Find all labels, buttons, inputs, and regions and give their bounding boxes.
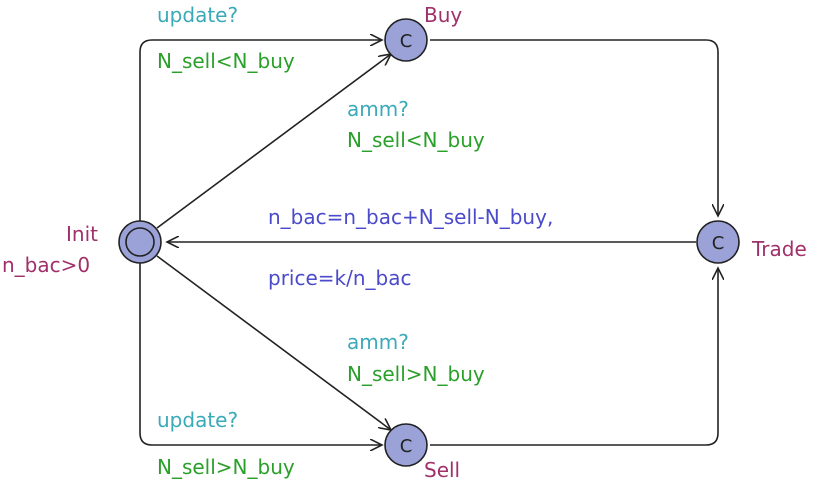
committed-marker-sell: C [400, 436, 413, 457]
invariant-init: n_bac>0 [2, 253, 90, 277]
edge-trade-sell[interactable] [430, 268, 718, 446]
edge-buy-trade[interactable] [430, 39, 718, 216]
sync-label-amm-sell: amm? [347, 330, 409, 354]
guard-label-sell-diagonal: N_sell>N_buy [347, 362, 485, 386]
edge-init-sell-diagonal[interactable] [156, 255, 391, 430]
guard-label-buy-top: N_sell<N_buy [157, 49, 295, 73]
update-label-line2: price=k/n_bac [268, 266, 411, 290]
guard-label-sell-bottom: N_sell>N_buy [157, 455, 295, 479]
location-buy[interactable]: C [384, 18, 428, 62]
location-trade[interactable]: C [696, 220, 740, 264]
location-init[interactable] [118, 220, 162, 264]
sync-label-update-sell: update? [157, 408, 238, 432]
committed-marker-trade: C [712, 233, 725, 254]
location-name-sell: Sell [424, 458, 460, 482]
edge-init-buy-top[interactable] [139, 40, 382, 222]
location-name-buy: Buy [424, 3, 462, 27]
committed-marker-buy: C [400, 31, 413, 52]
location-sell[interactable]: C [384, 423, 428, 467]
update-label-line1: n_bac=n_bac+N_sell-N_buy, [268, 205, 553, 229]
location-name-init: Init [66, 222, 98, 246]
edge-init-sell-bottom[interactable] [139, 262, 382, 445]
location-name-trade: Trade [751, 237, 807, 261]
edge-init-buy-diagonal[interactable] [156, 54, 391, 229]
sync-label-amm-buy: amm? [347, 97, 409, 121]
guard-label-buy-diagonal: N_sell<N_buy [347, 128, 485, 152]
sync-label-update-buy: update? [157, 3, 238, 27]
